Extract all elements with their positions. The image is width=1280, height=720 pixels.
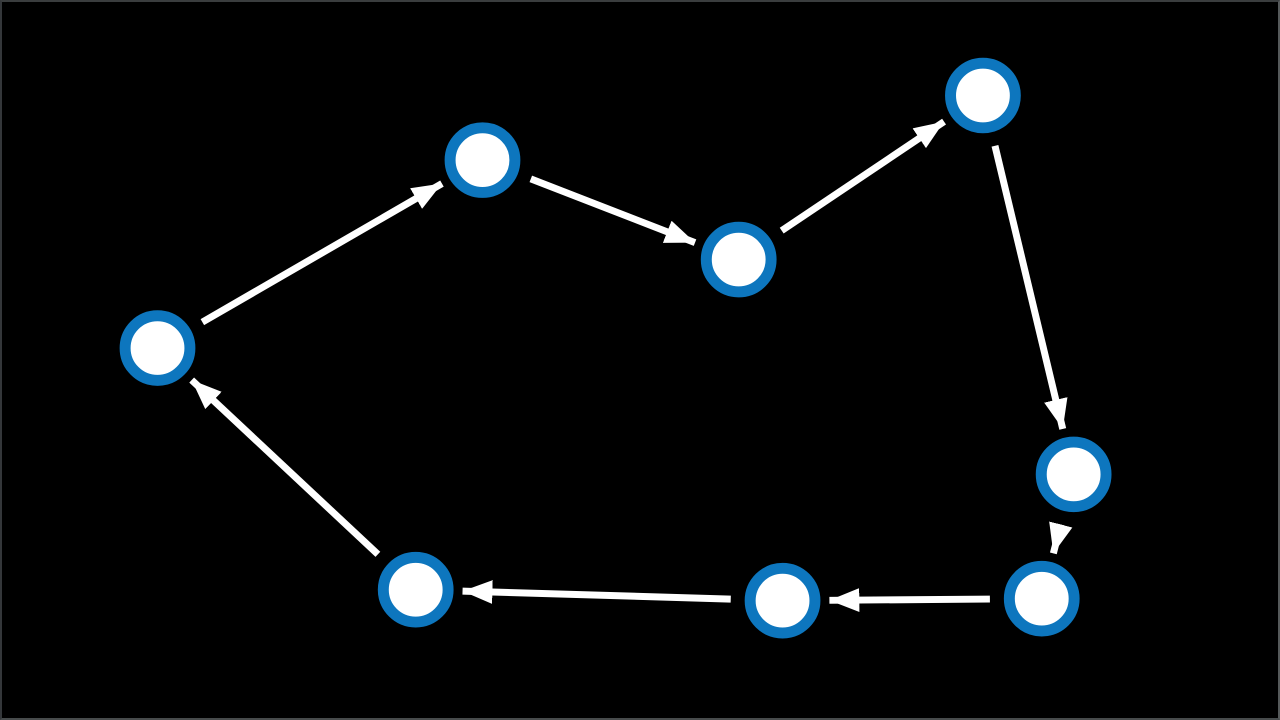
edge-arrow-upper-middle-to-top-right <box>779 118 947 234</box>
node-left <box>119 310 196 386</box>
edge-arrow-right-to-bottom-right <box>1049 521 1073 555</box>
node-upper-middle <box>700 221 777 298</box>
edge-arrow-bottom-left-to-left <box>189 377 381 557</box>
node-upper-left <box>444 122 521 198</box>
node-bottom-middle <box>744 562 821 639</box>
edge-arrow-bottom-right-to-bottom-middle <box>829 588 990 612</box>
edge-arrow-top-right-to-right <box>991 144 1068 430</box>
node-bottom-right <box>1003 560 1080 637</box>
node-bottom-left <box>377 551 454 628</box>
edge-arrow-bottom-middle-to-bottom-left <box>462 580 731 604</box>
edge-arrow-upper-left-to-upper-middle <box>529 175 697 246</box>
edge-arrow-left-to-upper-left <box>200 180 444 326</box>
node-right <box>1035 436 1112 513</box>
node-top-right <box>945 57 1021 134</box>
